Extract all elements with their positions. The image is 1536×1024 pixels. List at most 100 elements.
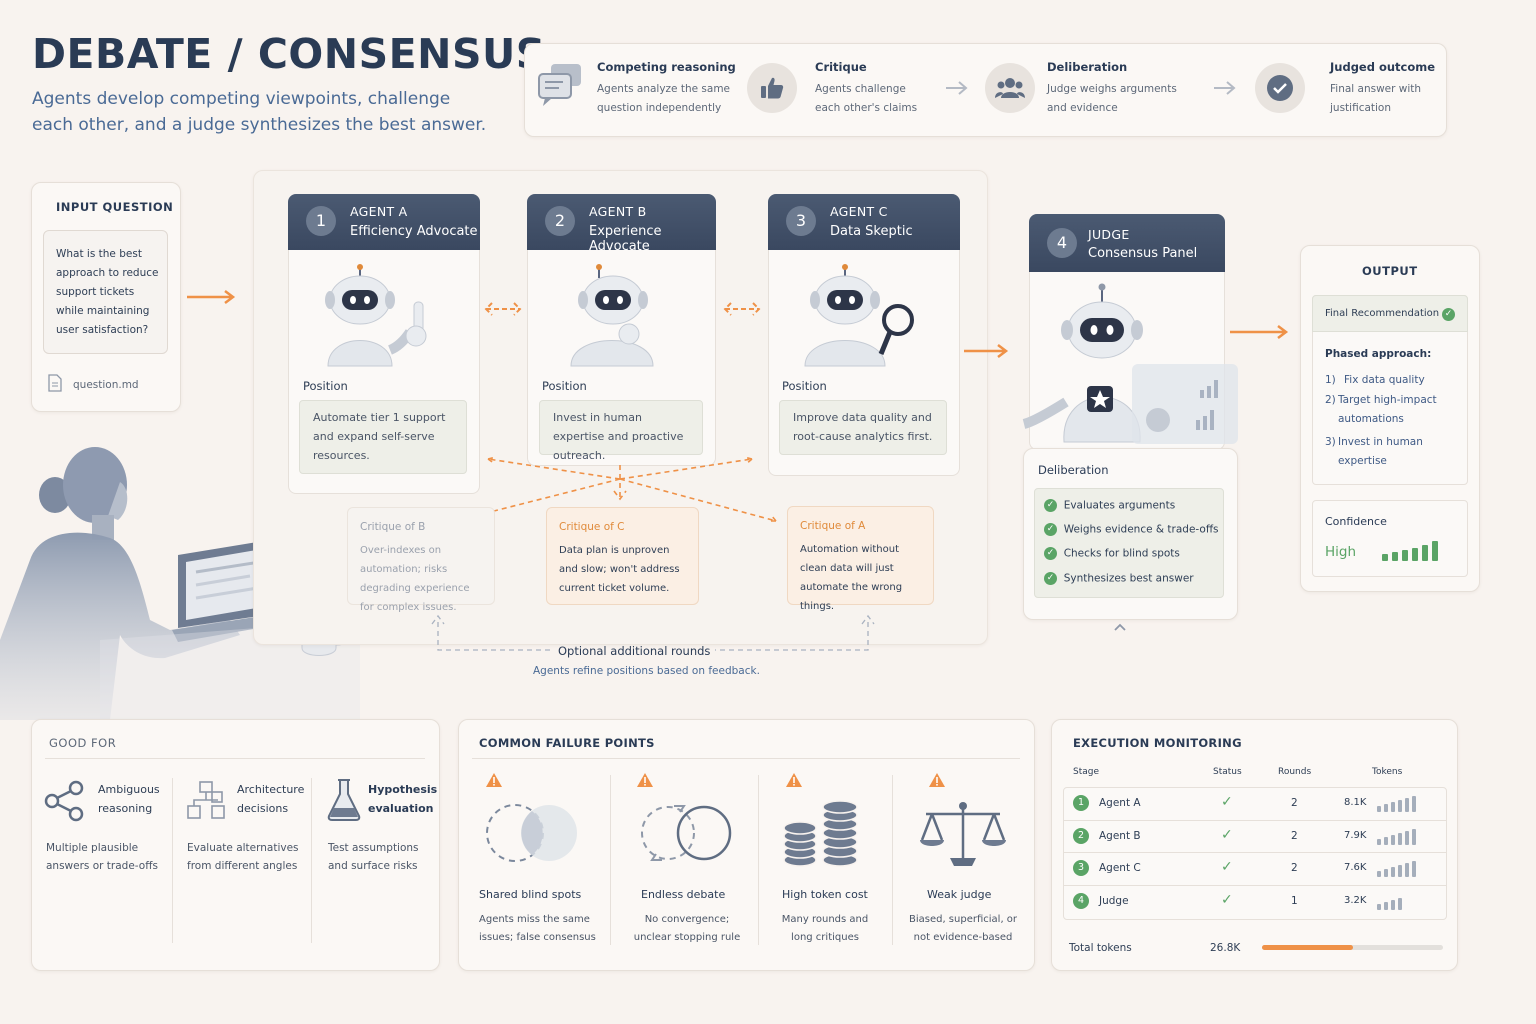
critique-text: Over-indexes on automation; risks degrad… — [360, 545, 470, 613]
total-tokens-value: 26.8K — [1210, 942, 1241, 954]
output-step: 2)Target high-impact automations — [1325, 394, 1437, 425]
robot-magnifier-icon — [804, 264, 914, 367]
warning-icon — [929, 773, 945, 787]
scales-icon — [920, 802, 1006, 866]
token-bar — [1377, 806, 1381, 812]
token-bar — [1377, 839, 1381, 845]
confidence-value: High — [1325, 544, 1357, 560]
warning-icon — [637, 773, 653, 787]
column-header: Rounds — [1278, 767, 1312, 777]
good-for-desc: Multiple plausible answers or trade-offs — [46, 842, 158, 872]
process-desc: Agents analyze the same question indepen… — [597, 83, 731, 114]
token-bar — [1412, 796, 1416, 812]
deliberation-item: ✓ Weighs evidence & trade-offs — [1044, 523, 1219, 536]
table-row[interactable]: 2 Agent B ✓ 2 7.9K — [1065, 821, 1445, 853]
total-tokens-fill — [1262, 945, 1353, 950]
rounds-value: 2 — [1291, 797, 1298, 809]
column-header: Stage — [1073, 767, 1100, 777]
total-tokens-bar — [1262, 945, 1443, 950]
token-bars — [1377, 829, 1427, 845]
stage-name: Agent C — [1099, 862, 1141, 874]
failure-title: Shared blind spots — [479, 888, 582, 901]
chevron-up-icon — [1114, 623, 1126, 631]
column-header: Tokens — [1372, 767, 1403, 777]
token-bars — [1377, 861, 1427, 877]
rounds-value: 2 — [1291, 830, 1298, 842]
robot-thinking-icon — [570, 264, 654, 367]
failure-desc: Agents miss the same issues; false conse… — [479, 914, 596, 943]
token-bar — [1384, 902, 1388, 910]
failure-desc: Biased, superficial, or not evidence-bas… — [908, 914, 1018, 943]
question-file[interactable]: question.md — [73, 379, 139, 391]
arrow-right-icon — [946, 81, 968, 95]
token-bar — [1405, 831, 1409, 845]
column-header: Status — [1213, 767, 1242, 777]
output-heading: OUTPUT — [1362, 264, 1418, 278]
rounds-value: 1 — [1291, 895, 1298, 907]
coin-stacks-icon — [783, 800, 858, 867]
flask-icon — [327, 779, 361, 821]
table-row[interactable]: 4 Judge ✓ 1 3.2K — [1065, 886, 1445, 918]
token-bar — [1384, 869, 1388, 877]
agent-c-position: Improve data quality and root-cause anal… — [779, 400, 947, 455]
token-bars — [1377, 796, 1427, 812]
loop-circles-icon — [641, 805, 732, 861]
judge-header: 4 JUDGE Consensus Panel — [1029, 214, 1225, 272]
tokens-value: 7.6K — [1344, 862, 1367, 873]
page-subtitle: Agents develop competing viewpoints, cha… — [32, 89, 487, 135]
judge-number: 4 — [1047, 228, 1077, 258]
agent-b-position: Invest in human expertise and proactive … — [539, 400, 703, 462]
robot-judge-icon — [1022, 283, 1238, 444]
failure-desc: Many rounds and long critiques — [781, 914, 869, 943]
process-step-competing — [537, 62, 585, 114]
check-circle-icon — [1255, 63, 1305, 113]
failure-desc: No convergence; unclear stopping rule — [633, 914, 741, 943]
check-icon: ✓ — [1044, 547, 1057, 560]
failure-title: High token cost — [782, 888, 868, 901]
check-icon: ✓ — [1044, 572, 1057, 585]
monitoring-heading: EXECUTION MONITORING — [1073, 736, 1242, 750]
stage-number: 2 — [1073, 828, 1089, 844]
warning-icon — [786, 773, 802, 787]
critique-text: Automation without clean data will just … — [800, 544, 903, 612]
good-for-desc: Test assumptions and surface risks — [328, 842, 419, 872]
token-bar — [1391, 900, 1395, 910]
phased-heading: Phased approach: — [1325, 348, 1432, 360]
critique-arrows — [487, 456, 777, 522]
check-icon: ✓ — [1221, 859, 1233, 875]
table-row[interactable]: 3 Agent C ✓ 2 7.6K — [1065, 853, 1445, 885]
stage-number: 4 — [1073, 893, 1089, 909]
token-bar — [1405, 863, 1409, 877]
confidence-box — [1312, 500, 1468, 577]
check-icon: ✓ — [1044, 499, 1057, 512]
token-bar — [1412, 861, 1416, 877]
signal-bars-icon — [1382, 541, 1438, 561]
good-for-title: Hypothesis evaluation — [368, 783, 438, 815]
agent-name: AGENT B — [589, 204, 647, 219]
check-icon: ✓ — [1442, 308, 1455, 321]
confidence-label: Confidence — [1325, 515, 1387, 528]
thumbs-up-icon — [747, 63, 797, 113]
agent-a-header: 1 AGENT A Efficiency Advocate — [288, 194, 480, 250]
deliberation-list — [1034, 488, 1224, 598]
agent-a-position: Automate tier 1 support and expand self-… — [299, 400, 467, 474]
good-for-panel — [31, 719, 440, 971]
good-for-title: Architecture decisions — [237, 783, 305, 815]
process-desc: Final answer with justification — [1330, 83, 1422, 114]
token-bar — [1398, 865, 1402, 877]
arrow-right-icon — [1214, 81, 1236, 95]
good-for-desc: Evaluate alternatives from different ang… — [187, 842, 299, 872]
question-bubble — [43, 230, 168, 354]
deliberation-item: ✓ Checks for blind spots — [1044, 547, 1180, 560]
bidirectional-arrow-icon — [484, 302, 522, 316]
critique-title: Critique of C — [559, 521, 625, 533]
table-row[interactable]: 1 Agent A ✓ 2 8.1K — [1065, 788, 1445, 820]
check-icon: ✓ — [1221, 794, 1233, 810]
question-text: What is the best approach to reduce supp… — [56, 248, 159, 336]
rounds-loop-lines — [431, 614, 875, 651]
critique-title: Critique of A — [800, 520, 866, 532]
overlap-circles-icon — [486, 804, 577, 862]
token-bar — [1384, 837, 1388, 845]
token-bar — [1391, 802, 1395, 812]
stage-name: Judge — [1099, 895, 1129, 907]
